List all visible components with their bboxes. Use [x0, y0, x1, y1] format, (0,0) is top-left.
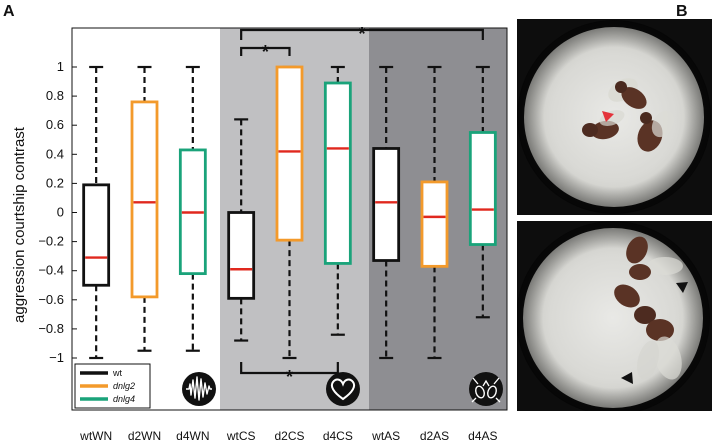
box-iqr — [468, 131, 497, 246]
box-d2WN — [130, 65, 159, 352]
legend-label: wt — [112, 368, 122, 378]
box-iqr — [227, 211, 256, 300]
category-label: d4WN — [176, 429, 209, 443]
heart-icon — [326, 372, 360, 406]
box-d2CS — [275, 65, 304, 360]
box-d2AS — [420, 65, 449, 360]
significance-bracket: * — [240, 24, 484, 44]
y-tick-label: 0.8 — [46, 88, 64, 103]
box-iqr — [372, 147, 401, 262]
red-arrowhead-icon — [602, 111, 614, 122]
box-iqr — [420, 180, 449, 268]
significance-star: * — [286, 367, 293, 387]
significance-brackets: * * * — [240, 24, 484, 387]
category-label: d4CS — [323, 429, 353, 443]
y-tick-label: 0.6 — [46, 117, 64, 132]
box-wtCS — [227, 118, 256, 342]
category-label: d2WN — [128, 429, 161, 443]
boxes — [82, 65, 497, 360]
significance-bracket: * — [240, 42, 291, 62]
y-tick-label: 0 — [57, 205, 64, 220]
panel-label-a: A — [3, 3, 15, 20]
box-d4AS — [468, 65, 497, 319]
panel-label-b: B — [676, 3, 688, 20]
plot-frame — [71, 27, 508, 411]
black-arrowhead-icon — [676, 282, 688, 293]
category-label: wtAS — [371, 429, 400, 443]
box-d4WN — [178, 65, 207, 352]
legend-label: dnlg2 — [113, 381, 135, 391]
category-label: wtWN — [79, 429, 112, 443]
y-tick-label: −0.2 — [38, 234, 64, 249]
y-tick-label: 1 — [57, 59, 64, 74]
category-label: wtCS — [226, 429, 256, 443]
y-tick-label: 0.4 — [46, 146, 64, 161]
y-tick-label: −0.8 — [38, 321, 64, 336]
y-tick-label: −0.4 — [38, 263, 64, 278]
box-d4CS — [323, 65, 352, 336]
box-iqr — [82, 183, 111, 287]
box-wtAS — [372, 65, 401, 360]
box-iqr — [130, 100, 159, 299]
boxplot-chart: −1 −0.8 −0.6 −0.4 −0.2 0 0.2 0.4 0.6 0.8 1 wtWN d2W… — [38, 24, 508, 443]
photo-top — [517, 19, 712, 215]
significance-bracket: * — [240, 362, 339, 387]
y-tick-label: −0.6 — [38, 292, 64, 307]
sound-wave-icon — [182, 372, 216, 406]
box-wtWN — [82, 65, 111, 360]
y-tick-label: −1 — [49, 350, 64, 365]
y-axis-label: aggression courtship contrast — [11, 126, 28, 323]
y-tick-label: 0.2 — [46, 175, 64, 190]
significance-star: * — [262, 42, 269, 62]
significance-star: * — [358, 24, 365, 44]
category-labels: wtWN d2WN d4WN wtCS d2CS d4CS wtAS d2AS d4AS — [79, 429, 497, 443]
category-label: d4AS — [468, 429, 497, 443]
box-iqr — [275, 65, 304, 242]
category-label: d2AS — [420, 429, 449, 443]
fighting-flies-icon — [469, 372, 503, 406]
box-iqr — [323, 81, 352, 265]
fly-cluster-bottom — [614, 236, 683, 380]
black-arrowhead-icon — [621, 372, 633, 384]
y-ticks: −1 −0.8 −0.6 −0.4 −0.2 0 0.2 0.4 0.6 0.8 1 — [38, 59, 77, 365]
category-label: d2CS — [274, 429, 304, 443]
legend-label: dnlg4 — [113, 394, 135, 404]
legend: wt dnlg2 dnlg4 — [74, 363, 151, 409]
photo-bottom — [517, 221, 712, 411]
